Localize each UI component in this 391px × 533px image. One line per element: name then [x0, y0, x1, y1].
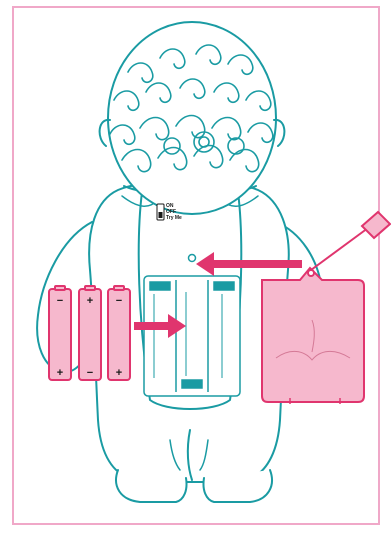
battery-2-top-sign: + [87, 295, 93, 307]
power-switch[interactable] [157, 204, 164, 220]
battery-1-bottom-sign: + [57, 367, 63, 379]
screw-hole [189, 255, 196, 262]
battery-3-bottom-sign: + [116, 367, 122, 379]
head [108, 22, 276, 214]
battery-2-bottom-sign: − [87, 367, 93, 379]
battery-1-top-sign: − [57, 295, 63, 307]
battery-cover [262, 268, 364, 404]
switch-try-me-label: Try Me [166, 215, 182, 221]
battery-3-top-sign: − [116, 295, 122, 307]
battery-compartment [144, 276, 240, 396]
screwdriver [311, 212, 390, 270]
